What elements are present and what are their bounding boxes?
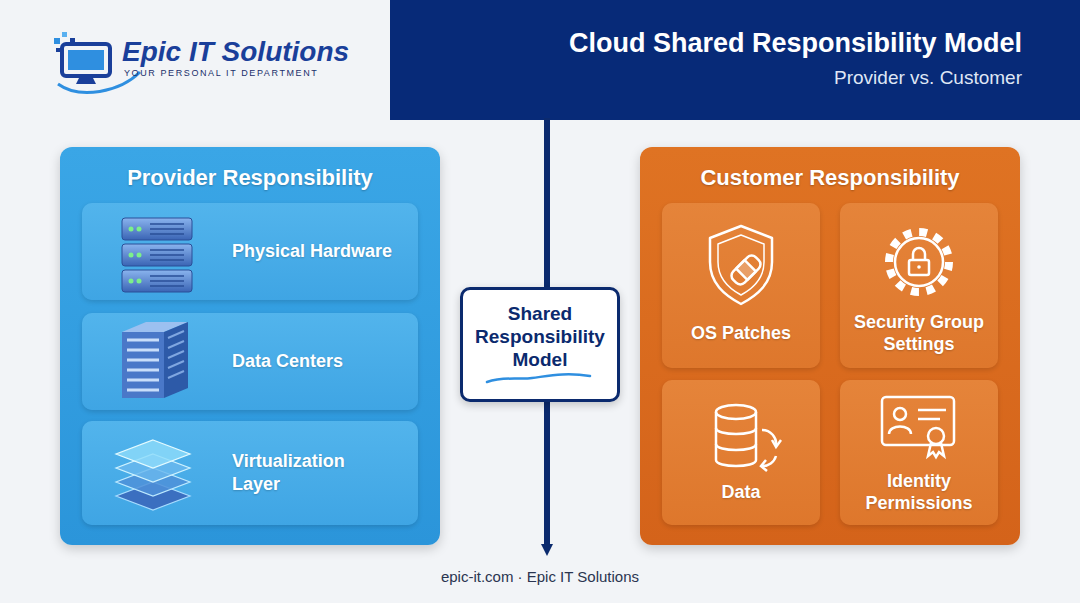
logo-text: Epic IT Solutions (122, 36, 349, 68)
panel-heading-box: Customer Responsibility (640, 161, 1020, 195)
panel-heading-box: Provider Responsibility (60, 161, 440, 195)
item-label: Virtualization Layer (232, 450, 382, 496)
item-label: Data Centers (232, 350, 343, 373)
server-icon (122, 218, 192, 292)
item-label: Physical Hardware (232, 240, 392, 263)
diagram-title: Cloud Shared Responsibility Model (569, 28, 1022, 59)
item-label-box: Virtualization Layer (232, 421, 382, 525)
badge-label-box: Shared Responsibility Model (466, 298, 614, 374)
logo-tagline: YOUR PERSONAL IT DEPARTMENT (124, 68, 318, 78)
provider-item-card: Virtualization Layer (82, 421, 418, 525)
item-label-box: Data (666, 464, 816, 520)
item-label-box: Data Centers (232, 313, 412, 410)
badge-label: Shared Responsibility Model (466, 302, 614, 371)
panel-heading: Customer Responsibility (700, 165, 959, 191)
subtitle: Provider vs. Customer (834, 67, 1022, 89)
panel-heading: Provider Responsibility (127, 165, 373, 191)
id-card-icon (882, 397, 954, 457)
provider-item-card: Data Centers (82, 313, 418, 410)
building-icon (122, 322, 188, 398)
item-label: Security Group Settings (844, 311, 994, 355)
customer-item-card: Identity Permissions (840, 380, 998, 525)
customer-item-card: Data (662, 380, 820, 525)
footer-caption: epic-it.com · Epic IT Solutions (0, 568, 1080, 585)
shield-icon (710, 226, 772, 304)
item-label-box: Physical Hardware (232, 203, 412, 300)
item-label-box: OS Patches (666, 303, 816, 363)
gear-lock-icon (889, 232, 949, 292)
layers-icon (116, 440, 190, 510)
database-icon (716, 405, 781, 471)
item-label-box: Identity Permissions (844, 464, 994, 520)
item-label: Data (721, 481, 760, 503)
item-label: OS Patches (691, 322, 791, 344)
item-label-box: Security Group Settings (844, 303, 994, 363)
provider-panel: Provider ResponsibilityPhysical Hardware… (60, 147, 440, 545)
center-badge: Shared Responsibility Model (460, 287, 620, 402)
center-squiggle (487, 374, 590, 382)
provider-item-card: Physical Hardware (82, 203, 418, 300)
customer-item-card: OS Patches (662, 203, 820, 368)
header-band (390, 0, 1080, 120)
customer-panel: Customer Responsibility OS Patches Securit… (640, 147, 1020, 545)
customer-item-card: Security Group Settings (840, 203, 998, 368)
item-label: Identity Permissions (844, 470, 994, 514)
